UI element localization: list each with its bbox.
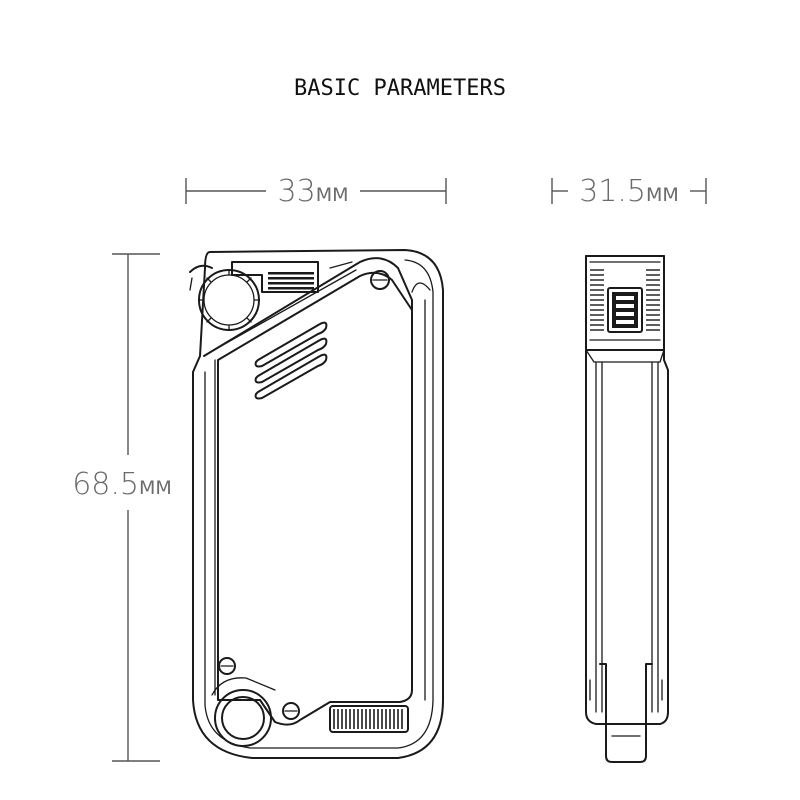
height-dimension: 68.5MM xyxy=(72,253,172,762)
width-dimension: 33MM xyxy=(185,174,447,209)
side-view xyxy=(585,255,669,763)
bottom-adjust-wheel xyxy=(329,705,409,733)
width-label: 33MM xyxy=(278,174,349,209)
page-title: BASIC PARAMETERS xyxy=(294,76,506,101)
depth-dimension: 31.5MM xyxy=(551,174,707,209)
depth-label: 31.5MM xyxy=(579,174,679,209)
height-label: 68.5MM xyxy=(72,467,172,502)
striker-grille xyxy=(231,261,319,293)
front-view xyxy=(189,249,444,759)
vent-slots xyxy=(254,321,328,400)
